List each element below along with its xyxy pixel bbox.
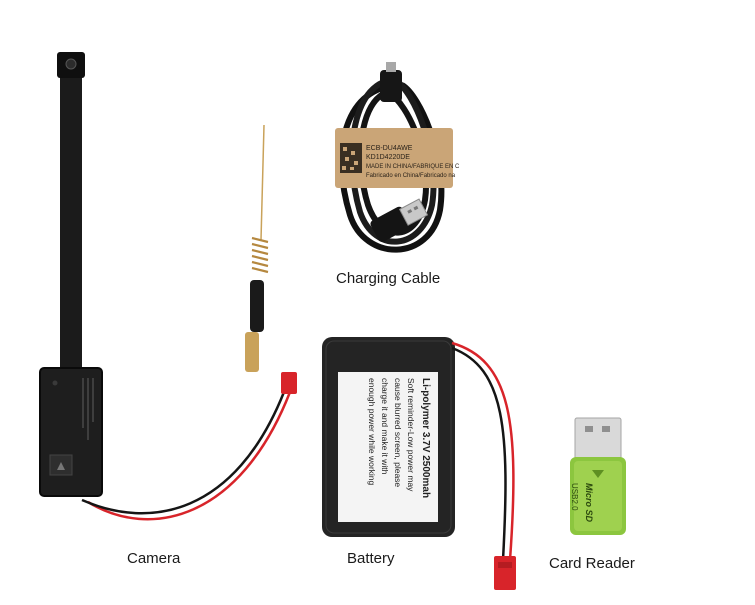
reader-lanyard-icon <box>592 470 604 478</box>
battery-label-line4: charge it and make it with <box>380 378 390 475</box>
battery-label-panel <box>338 372 438 522</box>
camera-card-arrow-icon <box>57 462 65 470</box>
camera-ribbon <box>60 60 82 372</box>
reader-usb-hole-left <box>585 426 593 432</box>
camera-jst-plug <box>281 372 297 394</box>
battery-label-line5: enough power while working <box>367 378 377 486</box>
battery-label-line2: Soft reminder-Low power may <box>406 378 416 492</box>
caption-battery: Battery <box>347 550 395 567</box>
reader-body-inner <box>574 461 622 531</box>
camera-module <box>39 52 297 521</box>
battery-wire-red <box>451 341 515 561</box>
reader-label-line2: USB2.0 <box>570 483 579 511</box>
battery-wire-black <box>451 346 507 561</box>
micro-usb-tip <box>386 62 396 72</box>
battery-jst-plug-shade <box>498 562 512 568</box>
charging-cable: ECB-DU4AWE KD1D4220DE MADE IN CHINA/FABR… <box>335 62 460 253</box>
cable-label-line4: Fabricado en China/Fabricado na <box>366 173 456 179</box>
cable-label-line2: KD1D4220DE <box>366 154 410 161</box>
battery-label-line1: Li-polymer 3.7V 2500mah <box>420 378 431 498</box>
camera-board-edge <box>39 367 103 497</box>
reader-usb-hole-right <box>602 426 610 432</box>
micro-usb-plug <box>380 70 402 102</box>
usb-a-plug <box>370 198 429 242</box>
cable-qr-pattern <box>342 147 358 170</box>
cable-label-line3: MADE IN CHINA/FABRIQUE EN C <box>366 164 460 170</box>
reader-label-line1: Micro SD <box>584 483 594 523</box>
camera-lens <box>65 58 77 70</box>
battery-label-line3: cause blurred screen, please <box>393 378 403 487</box>
antenna-connector <box>245 332 259 372</box>
battery-label-text: Li-polymer 3.7V 2500mah Soft reminder-Lo… <box>367 378 431 498</box>
camera-print-lines <box>82 378 94 440</box>
caption-charging-cable: Charging Cable <box>336 270 441 287</box>
battery-pack: Li-polymer 3.7V 2500mah Soft reminder-Lo… <box>322 337 516 590</box>
battery-body-highlight <box>325 340 452 534</box>
caption-card-reader: Card Reader <box>549 555 635 572</box>
camera-led <box>52 380 58 386</box>
antenna-whip <box>260 124 265 241</box>
camera-wire-red <box>87 391 292 521</box>
battery-jst-plug <box>494 556 516 590</box>
cable-kraft-band <box>335 128 453 188</box>
reader-usb-metal <box>574 417 622 461</box>
card-reader: Micro SD USB2.0 <box>570 417 626 535</box>
caption-camera: Camera <box>127 550 181 567</box>
cable-label-line1: ECB-DU4AWE <box>366 145 413 152</box>
reader-label-text: Micro SD USB2.0 <box>570 483 594 523</box>
camera-wire-black <box>81 391 286 515</box>
antenna-coil <box>251 236 269 274</box>
antenna-sleeve <box>250 280 264 332</box>
